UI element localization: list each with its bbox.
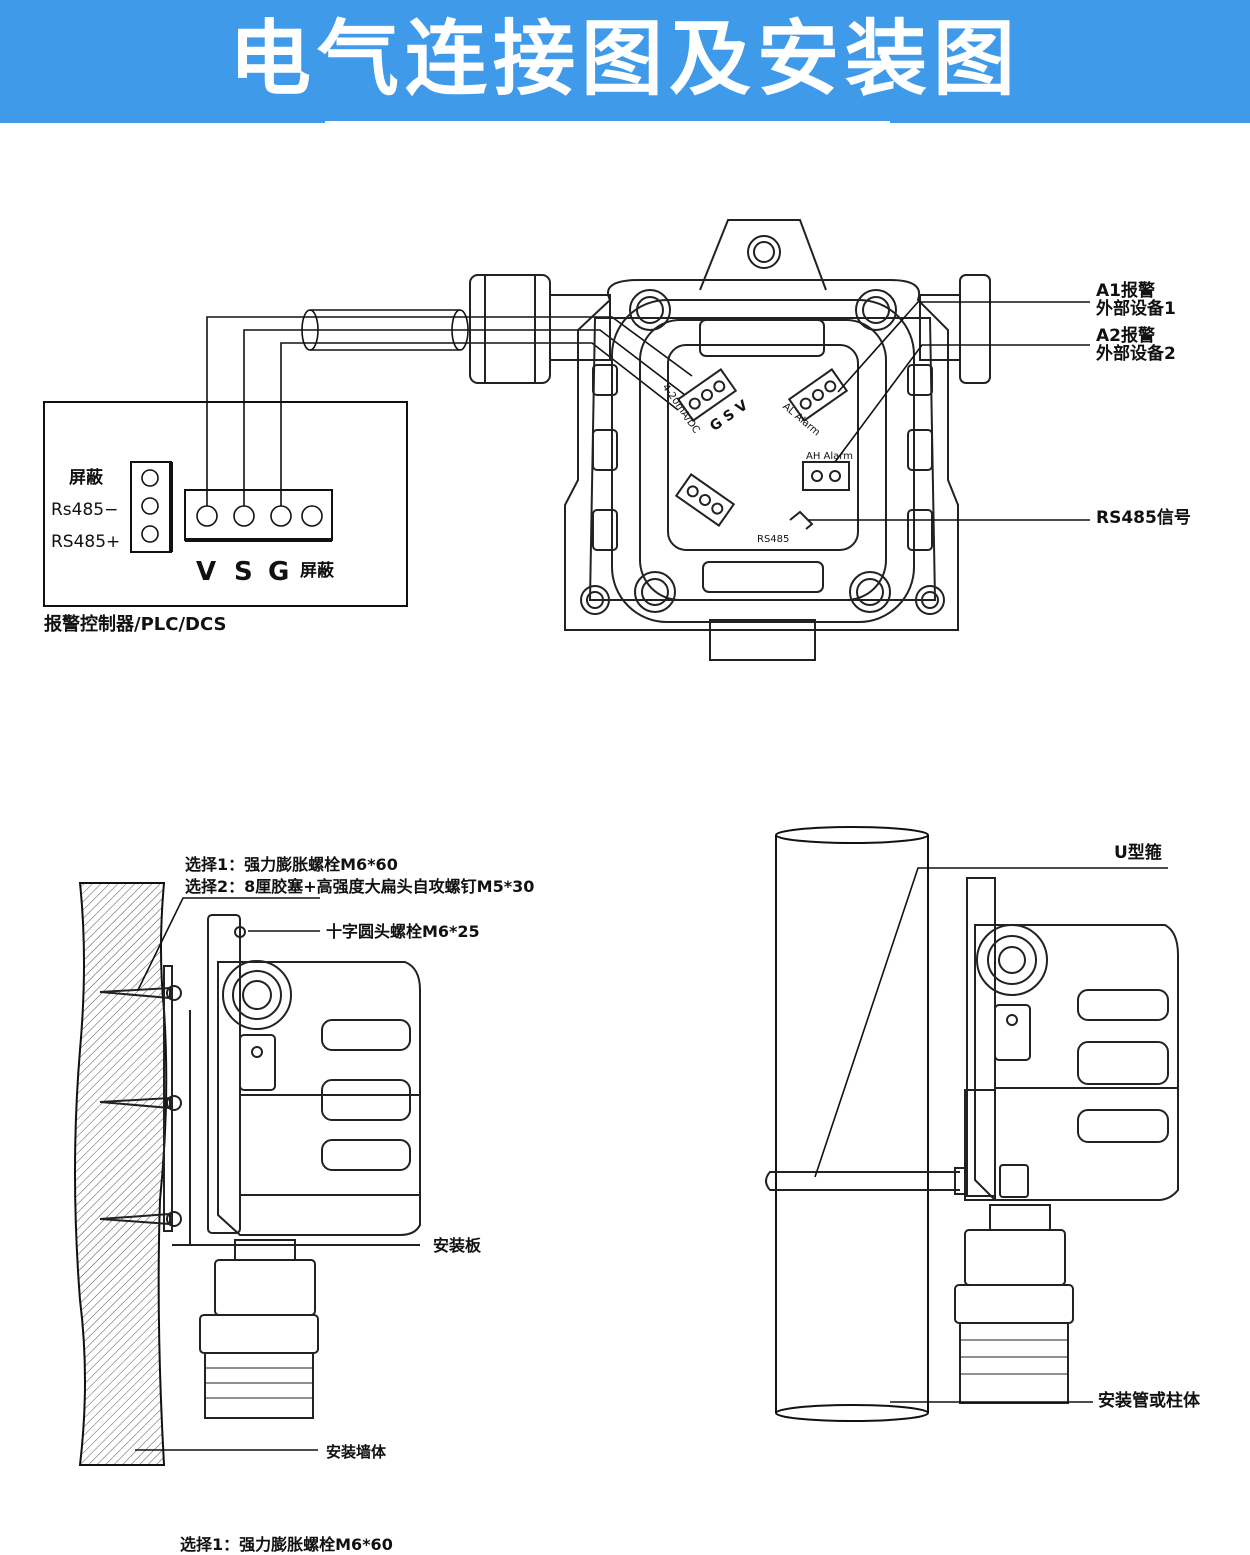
pole-label: 安装管或柱体 <box>1098 1391 1200 1411</box>
screw-label: 十字圆头螺栓M6*25 <box>326 922 480 941</box>
u-bolt-label: U型箍 <box>1114 843 1162 863</box>
page-title: 电气连接图及安装图 <box>228 12 1021 107</box>
signal-wires <box>206 309 693 506</box>
terminal-shield-label: 屏蔽 <box>300 561 334 581</box>
detector-top-view <box>469 219 991 661</box>
rs485-signal-label: RS485信号 <box>1096 508 1191 528</box>
controller-label: 报警控制器/PLC/DCS <box>44 614 227 635</box>
pole-mount-detector <box>765 877 1179 1404</box>
controller-box <box>43 401 408 607</box>
rs485-port-label: RS485 <box>757 534 790 545</box>
pole-leader-lines <box>814 867 1168 1403</box>
a2-alarm-label: A2报警 <box>1096 326 1155 346</box>
terminal-letter-g: G <box>268 557 290 587</box>
title-underline <box>325 121 890 123</box>
a1-alarm-label: A1报警 <box>1096 281 1155 301</box>
rs485-minus-label: Rs485− <box>51 500 119 520</box>
pole <box>775 826 929 1422</box>
a1-device-label: 外部设备1 <box>1096 299 1176 319</box>
shield-label: 屏蔽 <box>69 468 103 488</box>
wall-section <box>74 882 168 1466</box>
terminal-letter-v: V <box>196 557 217 587</box>
wall-leader-lines <box>135 897 320 1451</box>
terminal-letter-s: S <box>234 557 253 587</box>
rs485-plus-label: RS485+ <box>51 532 121 552</box>
wall-option1-label: 选择1：强力膨胀螺栓M6*60 <box>185 855 398 874</box>
plate-label: 安装板 <box>433 1236 482 1255</box>
header-banner: 电气连接图及安装图 <box>0 0 1250 123</box>
a2-device-label: 外部设备2 <box>1096 344 1176 364</box>
wall-mount-detector <box>99 914 421 1419</box>
ah-alarm-label: AH Alarm <box>806 451 853 462</box>
alarm-leader-lines <box>808 301 1090 521</box>
wall-label: 安装墙体 <box>326 1443 387 1461</box>
wall-option2-label: 选择2：8厘胶塞+高强度大扁头自攻螺钉M5*30 <box>185 877 535 896</box>
footer-cut-label: 选择1：强力膨胀螺栓M6*60 <box>180 1535 393 1554</box>
